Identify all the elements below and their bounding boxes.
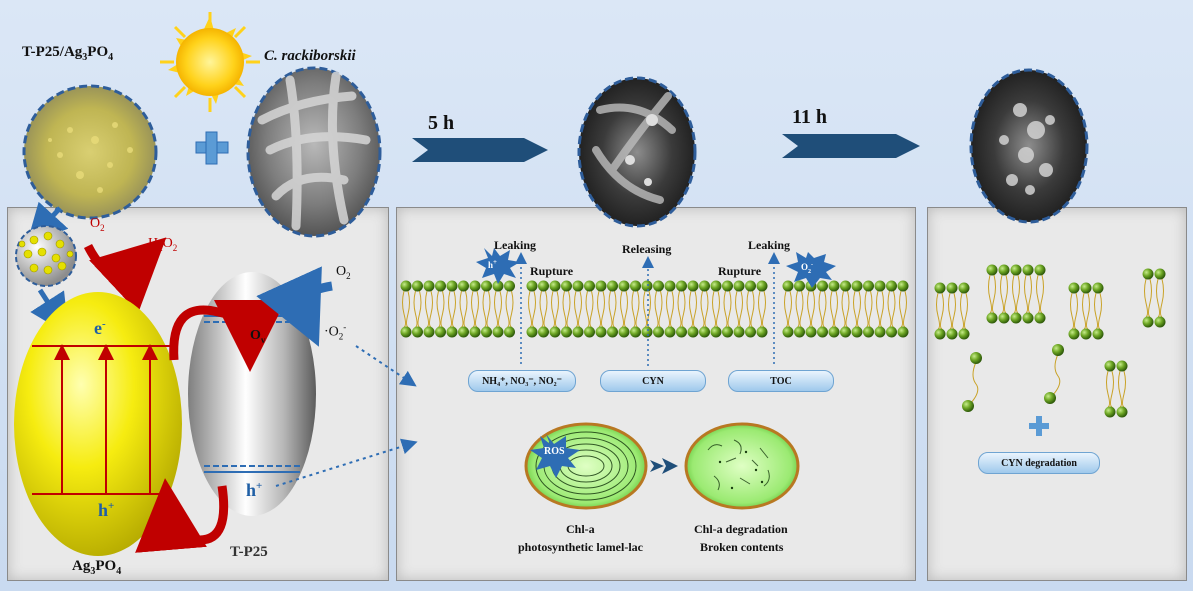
hole-label-tp25: h+ <box>246 480 263 500</box>
o2-red-label: O2 <box>90 216 105 233</box>
rupture-left-label: Rupture <box>530 264 574 278</box>
cyn-pill: CYN <box>600 370 706 392</box>
sem-intact-cells <box>246 66 382 238</box>
arrow-11h-label: 11 h <box>792 106 828 128</box>
ros-burst-icon <box>530 434 580 478</box>
o2-to-h2o2-arrow <box>83 237 167 313</box>
hole-transfer-arrow <box>135 478 229 553</box>
burst-hole-label: h+ <box>488 258 498 270</box>
superoxide-label: ·O2- <box>324 322 347 342</box>
ros-label: ROS <box>544 446 565 457</box>
sem-11h <box>969 68 1089 224</box>
burst-superoxide-label: O2- <box>801 262 814 275</box>
organism-label: C. rackiborskii <box>264 48 356 64</box>
sun-icon <box>160 12 260 112</box>
degraded-chloroplast-cell <box>684 422 800 510</box>
ag3po4-label: Ag3PO4 <box>72 558 122 577</box>
releasing-label: Releasing <box>622 242 672 256</box>
time-arrow-5h <box>412 138 548 162</box>
leaking-right-label: Leaking <box>748 238 791 252</box>
o2-blue-label: O2 <box>336 264 351 281</box>
chla-deg-label-2: Broken contents <box>700 540 784 554</box>
nanoparticle-ball <box>15 201 77 335</box>
catalyst-label: T-P25/Ag3PO4 <box>22 44 114 63</box>
to-degraded-chevrons <box>650 458 678 474</box>
plus-icon <box>195 131 229 165</box>
electron-label: e- <box>94 318 106 338</box>
tp25-label: T-P25 <box>230 544 268 560</box>
rupture-right-label: Rupture <box>718 264 762 278</box>
leaking-left-label: Leaking <box>494 238 537 252</box>
catalyst-powder-photo <box>22 84 158 220</box>
chla-label-2: photosynthetic lamel-lac <box>518 540 643 554</box>
toc-pill: TOC <box>728 370 834 392</box>
electron-transfer-arrow <box>169 299 286 372</box>
time-arrow-11h <box>782 134 920 158</box>
hole-dotted-arrow <box>275 438 418 487</box>
superoxide-dotted-arrow <box>355 345 417 387</box>
nutrients-pill: NH₄⁺, NO₃⁻, NO₂⁻ <box>468 370 576 392</box>
release-arrows <box>515 252 780 366</box>
hole-burst-icon <box>476 248 520 284</box>
membrane-fragments <box>934 264 1166 418</box>
plus-small-icon <box>1029 416 1049 436</box>
chla-label-1: Chl-a <box>566 522 595 536</box>
oxygen-vacancy-label: Ov <box>250 328 266 345</box>
cell-membrane-bilayer <box>400 280 909 338</box>
h2o2-label: H2O2 <box>148 236 178 253</box>
arrow-5h-label: 5 h <box>428 112 455 134</box>
superoxide-burst-icon <box>786 252 836 288</box>
o2-reduction-arrow <box>256 266 333 347</box>
hole-label-ag: h+ <box>98 500 115 520</box>
degradation-panel <box>927 207 1187 581</box>
cyn-degradation-pill: CYN degradation <box>978 452 1100 474</box>
sem-5h <box>577 76 697 228</box>
chla-deg-label-1: Chl-a degradation <box>694 522 788 536</box>
